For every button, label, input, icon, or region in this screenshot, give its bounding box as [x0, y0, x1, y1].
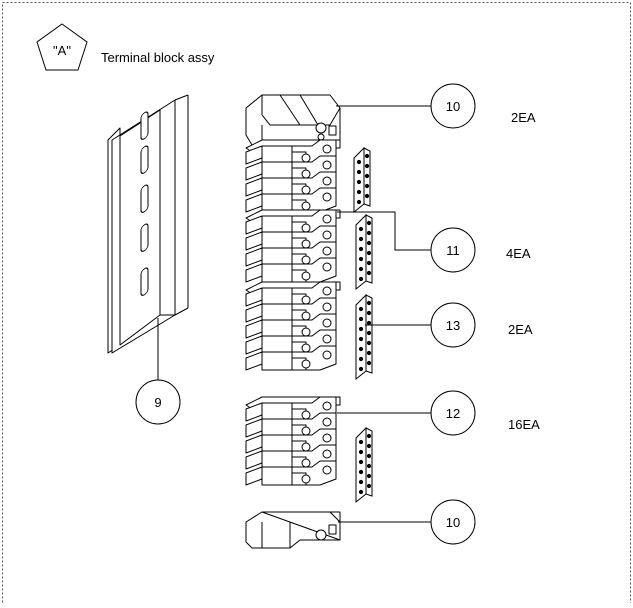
jumper-bars	[353, 146, 373, 504]
screw-hole	[301, 201, 311, 211]
callout-din-rail: 9	[135, 379, 181, 425]
terminal-module	[245, 187, 337, 213]
rail-slot	[140, 184, 149, 213]
screw-hole	[322, 401, 332, 411]
callout-jumper-a: 11	[430, 227, 476, 273]
terminal-group	[245, 281, 341, 371]
quantity-jumper-b: 2EA	[508, 322, 533, 337]
terminal-module	[245, 460, 337, 486]
terminal-module	[245, 257, 337, 283]
callout-terminal: 12	[430, 390, 476, 436]
screw-hole	[301, 410, 311, 420]
screw-hole	[322, 465, 332, 475]
rail-slot	[140, 145, 149, 174]
terminal-group	[245, 209, 341, 283]
pentagon-icon	[36, 23, 88, 71]
quantity-labels: 2EA 4EA 2EA 16EA	[506, 110, 540, 432]
screw-hole	[322, 334, 332, 344]
terminal-module	[245, 313, 337, 339]
screw-hole	[301, 359, 311, 369]
terminal-module	[245, 412, 337, 438]
screw-hole	[322, 176, 332, 186]
screw-hole	[322, 214, 332, 224]
end-cap-bottom	[245, 511, 341, 549]
screw-hole	[322, 262, 332, 272]
quantity-terminal: 16EA	[508, 417, 540, 432]
terminal-module	[245, 225, 337, 251]
section-tag-label: "A"	[53, 43, 71, 58]
screw-hole	[301, 474, 311, 484]
terminal-module	[245, 297, 337, 323]
terminal-module	[245, 345, 337, 371]
diagram-title: Terminal block assy	[101, 50, 215, 65]
screw-hole	[301, 239, 311, 249]
end-cap-top	[245, 94, 341, 146]
callout-balloons: 10 11 13 12 10 9	[135, 83, 476, 545]
screw-hole	[301, 311, 311, 321]
leader-jumper-a	[337, 211, 431, 251]
din-rail	[107, 94, 189, 354]
screw-hole	[322, 286, 332, 296]
leader-lines	[157, 105, 431, 523]
section-tag: "A"	[36, 23, 88, 71]
screw-hole	[301, 295, 311, 305]
screw-hole	[301, 185, 311, 195]
jumper-bar	[355, 293, 373, 381]
callout-top-end-cap: 10	[430, 83, 476, 129]
terminal-modules	[245, 139, 341, 486]
screw-hole	[322, 318, 332, 328]
callout-number: 10	[446, 515, 460, 530]
callout-number: 10	[446, 99, 460, 114]
callout-number: 11	[446, 243, 460, 258]
terminal-group	[245, 139, 341, 213]
screw-hole	[322, 192, 332, 202]
screw-hole	[301, 458, 311, 468]
screw-hole	[322, 350, 332, 360]
callout-bottom-end-cap: 10	[430, 499, 476, 545]
terminal-block-stack	[245, 94, 341, 549]
screw-hole	[322, 246, 332, 256]
rail-slot	[140, 267, 149, 296]
screw-hole	[301, 223, 311, 233]
terminal-group	[245, 396, 341, 486]
screw-hole	[301, 343, 311, 353]
screw-hole	[322, 449, 332, 459]
screw-hole	[322, 230, 332, 240]
screw-hole	[301, 271, 311, 281]
screw-hole	[322, 302, 332, 312]
quantity-jumper-a: 4EA	[506, 246, 531, 261]
rail-slots	[140, 111, 149, 296]
screw-hole	[322, 433, 332, 443]
quantity-top-end-cap: 2EA	[511, 110, 536, 125]
terminal-module	[245, 209, 337, 235]
callout-jumper-b: 13	[430, 302, 476, 348]
rail-slot	[140, 111, 149, 140]
screw-hole	[301, 153, 311, 163]
rail-slot	[140, 223, 149, 252]
callout-number: 9	[154, 395, 161, 410]
screw-hole	[301, 426, 311, 436]
callout-number: 13	[446, 318, 460, 333]
jumper-bar	[355, 426, 373, 504]
screw-hole	[301, 327, 311, 337]
jumper-bar	[353, 146, 371, 214]
callout-number: 12	[446, 406, 460, 421]
screw-hole	[322, 144, 332, 154]
screw-hole	[301, 442, 311, 452]
screw-hole	[322, 417, 332, 427]
screw-hole	[322, 160, 332, 170]
jumper-bar	[355, 213, 373, 291]
screw-hole	[301, 255, 311, 265]
screw-hole	[301, 169, 311, 179]
